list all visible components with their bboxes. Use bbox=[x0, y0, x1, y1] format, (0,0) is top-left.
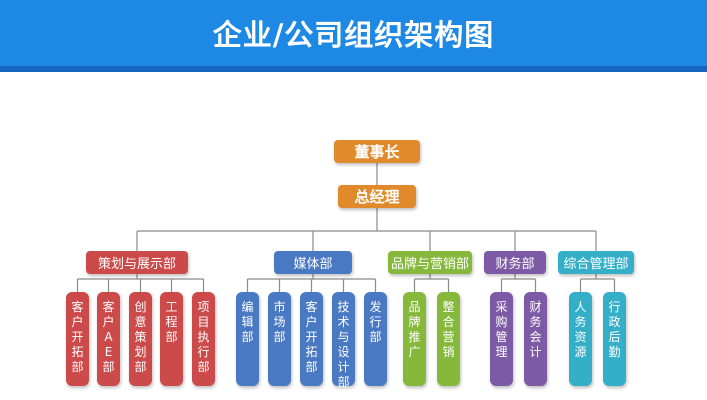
sub-unit-label: 工程部 bbox=[165, 300, 178, 344]
sub-unit-label: 整合营销 bbox=[442, 300, 455, 359]
sub-unit-0-2: 创意策划部 bbox=[129, 292, 152, 386]
sub-unit-label: 财务会计 bbox=[529, 300, 542, 359]
sub-unit-2-0: 品牌推广 bbox=[403, 292, 426, 386]
sub-unit-1-2: 客户开拓部 bbox=[300, 292, 323, 386]
sub-unit-label: 行政后勤 bbox=[608, 300, 621, 359]
sub-unit-1-3: 技术与设计部 bbox=[332, 292, 355, 389]
sub-unit-1-0: 编辑部 bbox=[236, 292, 259, 386]
sub-unit-0-3: 工程部 bbox=[160, 292, 183, 386]
sub-unit-3-0: 采购管理 bbox=[490, 292, 513, 386]
chairman-node: 董事长 bbox=[334, 140, 420, 163]
dept-node-brand-marketing: 品牌与营销部 bbox=[388, 251, 472, 274]
dept-node-planning-exhibition: 策划与展示部 bbox=[86, 251, 188, 274]
sub-unit-label: 创意策划部 bbox=[134, 300, 147, 374]
sub-unit-0-4: 项目执行部 bbox=[192, 292, 215, 386]
sub-unit-label: 人务资源 bbox=[574, 300, 587, 359]
sub-unit-label: 采购管理 bbox=[495, 300, 508, 359]
sub-unit-0-0: 客户开拓部 bbox=[66, 292, 89, 386]
sub-unit-label: 项目执行部 bbox=[197, 300, 210, 374]
sub-unit-label: 品牌推广 bbox=[408, 300, 421, 359]
sub-unit-label: 市场部 bbox=[273, 300, 286, 344]
sub-unit-label: 客户开拓部 bbox=[305, 300, 318, 374]
general-manager-node: 总经理 bbox=[338, 185, 416, 208]
page-title: 企业/公司组织架构图 bbox=[212, 18, 495, 52]
dept-node-media: 媒体部 bbox=[274, 251, 352, 274]
sub-unit-label: 发行部 bbox=[369, 300, 382, 344]
dept-node-general-admin: 综合管理部 bbox=[558, 251, 634, 274]
sub-unit-4-1: 行政后勤 bbox=[603, 292, 626, 386]
sub-unit-label: 客户开拓部 bbox=[71, 300, 84, 374]
title-bar: 企业/公司组织架构图 bbox=[0, 0, 707, 72]
sub-unit-1-4: 发行部 bbox=[364, 292, 387, 386]
sub-unit-4-0: 人务资源 bbox=[569, 292, 592, 386]
sub-unit-3-1: 财务会计 bbox=[524, 292, 547, 386]
sub-unit-1-1: 市场部 bbox=[268, 292, 291, 386]
sub-unit-label: 技术与设计部 bbox=[337, 300, 350, 389]
sub-unit-2-1: 整合营销 bbox=[437, 292, 460, 386]
dept-node-finance: 财务部 bbox=[484, 251, 546, 274]
sub-unit-label: 编辑部 bbox=[241, 300, 254, 344]
